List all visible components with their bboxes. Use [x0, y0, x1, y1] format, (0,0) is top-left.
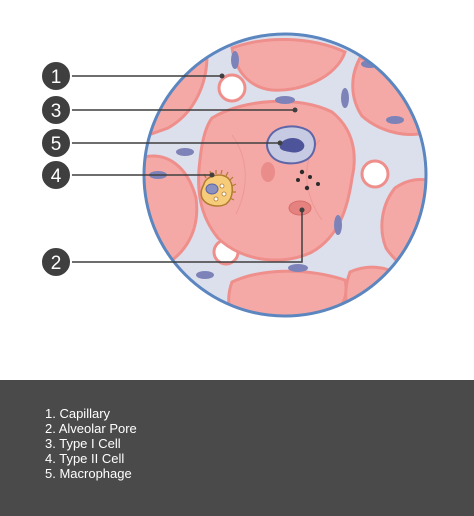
legend-item: 1. Capillary: [45, 406, 111, 421]
callout-badge-4: 4: [40, 159, 72, 191]
particle: [299, 169, 305, 175]
macrophage-nucleus: [279, 138, 305, 153]
callout-badge-2: 2: [40, 246, 72, 278]
callout-badge-1: 1: [40, 60, 72, 92]
dust-particles: [296, 169, 320, 191]
callout-number: 2: [51, 253, 62, 274]
type-i-cell-nucleus: [196, 271, 214, 279]
alveoli-diagram: 1 3 5 4 2: [40, 32, 428, 318]
callout-number: 4: [51, 166, 62, 187]
lamellar-body: [221, 191, 227, 197]
leader-endpoint: [299, 207, 305, 213]
type-i-cell-nucleus: [386, 116, 404, 124]
legend-list: 1. Capillary 2. Alveolar Pore 3. Type I …: [45, 406, 137, 481]
type-i-cell-nucleus: [231, 51, 239, 69]
leader-endpoint: [209, 172, 215, 178]
legend-panel: 1. Capillary 2. Alveolar Pore 3. Type I …: [0, 380, 474, 516]
legend-item: 3. Type I Cell: [45, 436, 121, 451]
alveolus-top: [230, 37, 347, 92]
alveolar-dimple: [261, 162, 275, 182]
type-ii-cell: [200, 169, 237, 207]
callout-badge-5: 5: [40, 127, 72, 159]
callout-badge-3: 3: [40, 94, 72, 126]
type-i-cell-nucleus: [341, 88, 349, 108]
leader-endpoint: [219, 73, 225, 79]
macrophage: [266, 125, 316, 165]
leader-endpoints: [209, 73, 305, 213]
particle: [304, 185, 310, 191]
type-i-cell-nucleus: [275, 96, 295, 104]
alveolar-pore: [288, 200, 312, 216]
type-i-cell-nuclei: [149, 51, 404, 279]
particle: [316, 182, 320, 186]
type-ii-cell-nucleus: [205, 183, 219, 195]
callout-number: 3: [51, 101, 62, 122]
callout-number: 1: [51, 67, 62, 88]
capillary: [217, 73, 247, 103]
type-i-cell-nucleus: [288, 264, 308, 272]
particle: [296, 178, 300, 182]
alveolus-bottom: [227, 269, 348, 316]
callout-number: 5: [51, 134, 62, 155]
leader-endpoint: [277, 140, 283, 146]
capillary: [360, 159, 390, 189]
leader-endpoint: [292, 107, 298, 113]
alveolus-bottom-right: [344, 265, 412, 316]
leader-line-alveolar-pore: [70, 210, 303, 263]
lamellar-body: [219, 183, 225, 189]
legend-item: 2. Alveolar Pore: [45, 421, 137, 436]
lamellar-body: [213, 196, 219, 202]
legend-item: 5. Macrophage: [45, 466, 132, 481]
particle: [308, 175, 312, 179]
type-i-cell-nucleus: [176, 148, 194, 156]
type-i-cell-nucleus: [334, 215, 342, 235]
legend-item: 4. Type II Cell: [45, 451, 125, 466]
leader-lines: [70, 75, 303, 263]
